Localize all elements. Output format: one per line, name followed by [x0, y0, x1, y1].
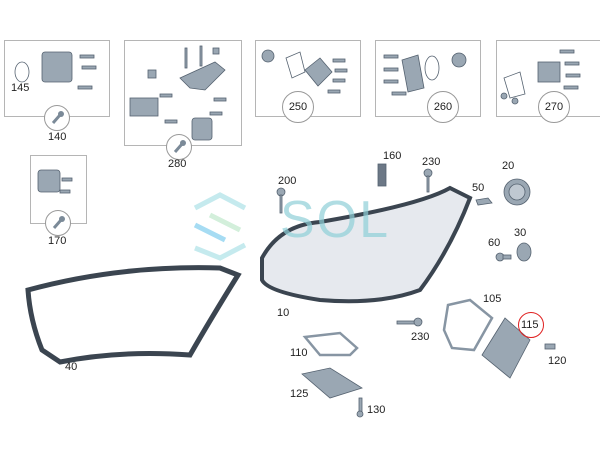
watermark-logo — [193, 192, 247, 261]
part-label-10[interactable]: 10 — [277, 307, 290, 319]
part-label-145[interactable]: 145 — [11, 82, 30, 94]
watermark-text: SOL — [280, 191, 391, 249]
kit-label-140[interactable]: 140 — [48, 131, 67, 143]
wrench-icon[interactable] — [166, 134, 192, 160]
kit-box-280[interactable] — [124, 40, 242, 146]
part-label-110[interactable]: 110 — [290, 347, 308, 359]
part-label-30[interactable]: 30 — [514, 227, 527, 239]
kit-label-260[interactable]: 260 — [427, 91, 459, 123]
part-label-60[interactable]: 60 — [488, 237, 501, 249]
part-label-40[interactable]: 40 — [65, 361, 78, 373]
wrench-icon[interactable] — [44, 105, 70, 131]
kit-label-170[interactable]: 170 — [48, 235, 67, 247]
kit-label-280[interactable]: 280 — [168, 158, 187, 170]
wrench-icon[interactable] — [45, 210, 71, 236]
module-part — [41, 51, 73, 83]
part-label-200[interactable]: 200 — [278, 175, 297, 187]
part-label-230-lower[interactable]: 230 — [411, 331, 430, 343]
part-label-125[interactable]: 125 — [290, 388, 309, 400]
part-label-20[interactable]: 20 — [502, 160, 515, 172]
kit-label-250[interactable]: 250 — [282, 91, 314, 123]
highlight-circle — [518, 312, 544, 338]
part-label-115[interactable]: 115 — [521, 319, 539, 331]
part-label-120[interactable]: 120 — [548, 355, 567, 367]
kit-label-270[interactable]: 270 — [538, 91, 570, 123]
part-label-160[interactable]: 160 — [383, 150, 402, 162]
part-label-50[interactable]: 50 — [472, 182, 485, 194]
part-label-105[interactable]: 105 — [483, 293, 502, 305]
part-label-230[interactable]: 230 — [422, 156, 441, 168]
part-label-130[interactable]: 130 — [367, 404, 386, 416]
